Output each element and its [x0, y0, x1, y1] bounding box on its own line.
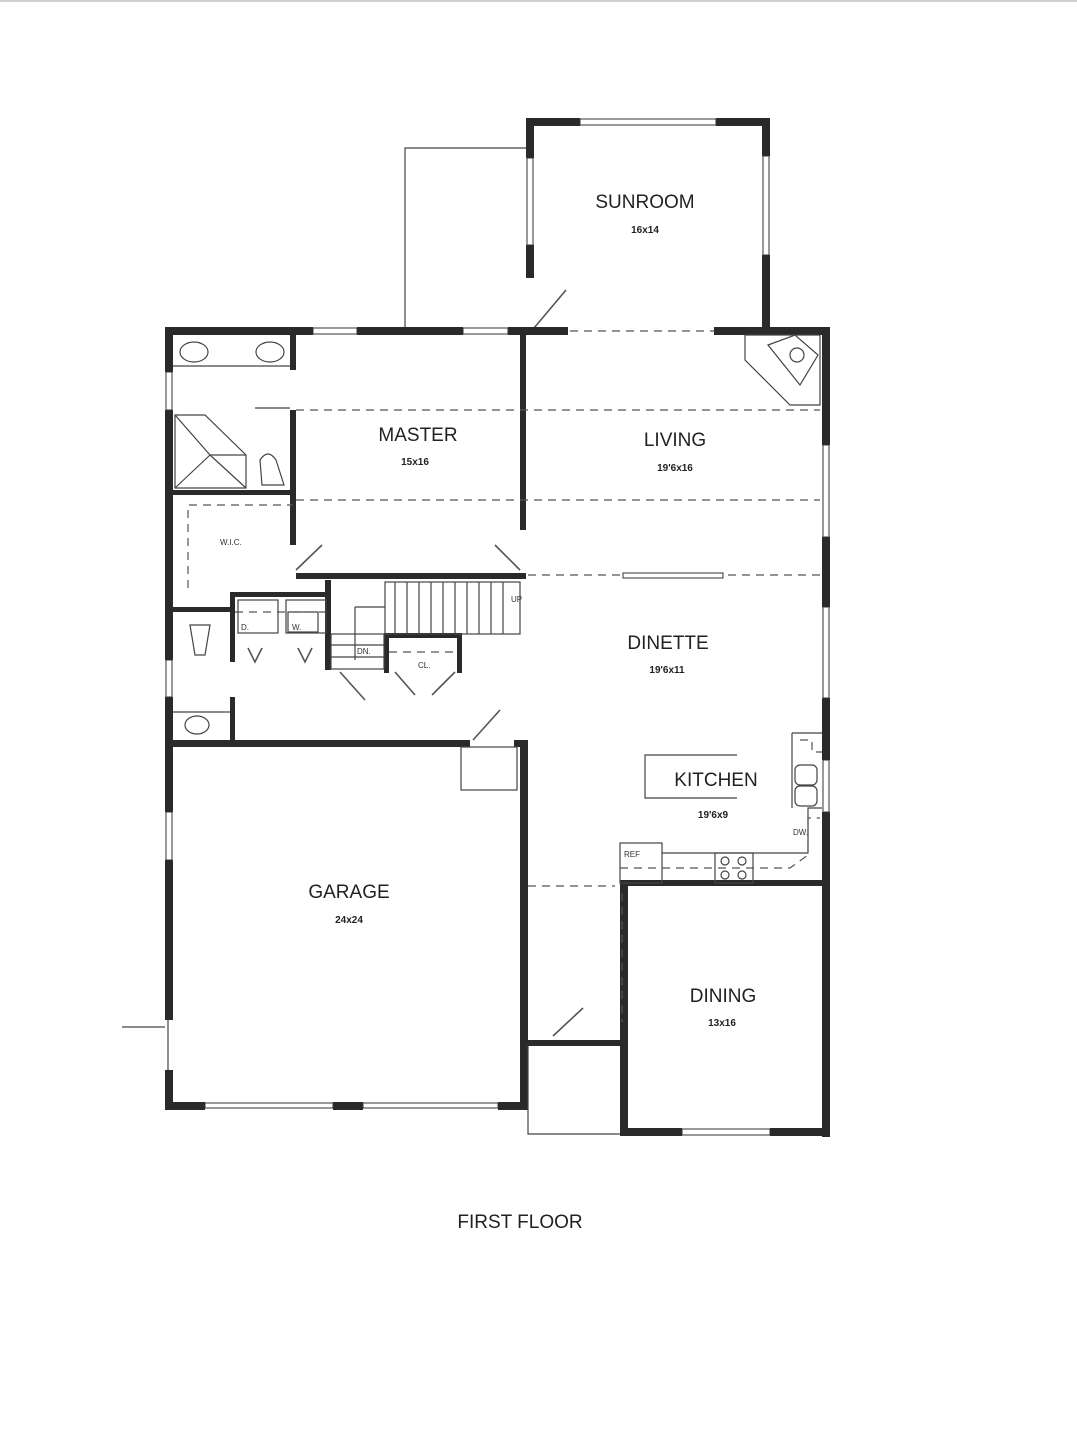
exterior-windows — [165, 327, 830, 1136]
powder-room-fixtures — [173, 624, 230, 735]
wic-label: W.I.C. — [220, 538, 242, 547]
garage-entry-door-swing — [472, 709, 501, 741]
sunroom-door-swing — [533, 289, 567, 329]
room-dims-living: 19'6x16 — [657, 463, 693, 474]
room-dims-master: 15x16 — [401, 457, 429, 468]
floor-title: FIRST FLOOR — [457, 1212, 583, 1233]
exterior-walls — [165, 327, 830, 1137]
closet-door-swing-1 — [394, 671, 416, 696]
closet-door-swing-2 — [431, 671, 456, 696]
stairs-up-label: UP — [511, 595, 522, 604]
washer-label: W. — [292, 623, 301, 632]
room-dinette: DINETTE 19'6x11 — [627, 633, 708, 676]
master-door-swing-2 — [494, 544, 521, 571]
room-name-sunroom: SUNROOM — [595, 192, 694, 213]
dryer-label: D. — [241, 623, 249, 632]
room-dims-sunroom: 16x14 — [631, 225, 659, 236]
room-garage: GARAGE 24x24 — [308, 882, 389, 926]
front-porch-outline — [527, 1046, 620, 1135]
stairs — [330, 581, 521, 670]
sunroom-windows — [526, 118, 770, 256]
refrigerator-label: REF — [624, 850, 640, 859]
dishwasher-label: DW. — [793, 828, 808, 837]
room-kitchen: KITCHEN 19'6x9 — [674, 770, 757, 821]
scan-edge-line — [0, 0, 1077, 2]
closet-label: CL. — [418, 661, 430, 670]
garage-step — [460, 746, 518, 791]
room-sunroom: SUNROOM 16x14 — [595, 192, 694, 236]
room-dims-dinette: 19'6x11 — [649, 665, 685, 676]
fireplace — [744, 334, 821, 406]
powder-door-swing — [552, 1007, 584, 1037]
room-dims-kitchen: 19'6x9 — [698, 810, 729, 821]
room-dims-dining: 13x16 — [708, 1018, 736, 1029]
stair-door-swing — [339, 671, 366, 701]
sunroom-walls — [526, 118, 770, 330]
room-dining: DINING 13x16 — [690, 986, 757, 1029]
master-door-swing — [295, 544, 323, 571]
living-beam — [622, 572, 724, 579]
room-name-master: MASTER — [378, 425, 457, 446]
room-dims-garage: 24x24 — [335, 915, 363, 926]
room-name-dinette: DINETTE — [627, 633, 708, 654]
patio-outline — [404, 147, 526, 330]
room-name-kitchen: KITCHEN — [674, 770, 757, 791]
stairs-down-label: DN. — [357, 647, 371, 656]
room-master: MASTER 15x16 — [378, 425, 457, 468]
laundry — [235, 599, 327, 664]
room-name-garage: GARAGE — [308, 882, 389, 903]
room-name-dining: DINING — [690, 986, 757, 1007]
kitchen-fixtures — [619, 732, 822, 884]
master-bath-fixtures — [173, 341, 290, 489]
room-living: LIVING 19'6x16 — [644, 430, 706, 474]
interior-walls — [173, 335, 825, 1046]
room-name-living: LIVING — [644, 430, 706, 451]
